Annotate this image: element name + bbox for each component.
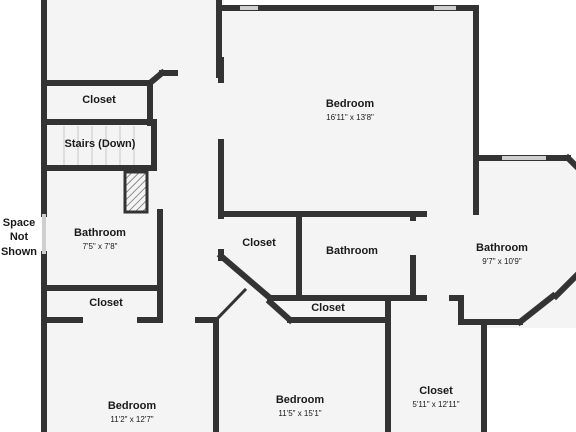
room-name: Closet — [89, 297, 123, 309]
room-label-closet-lower-right: Closet 5'11" x 12'11" — [394, 385, 478, 409]
room-label-closet-upper-left: Closet — [56, 94, 142, 107]
stairs-treads — [63, 126, 135, 167]
room-label-bedroom-top: Bedroom 16'11" x 13'8" — [290, 98, 410, 122]
room-name: Bathroom — [326, 245, 378, 257]
room-label-bedroom-bottom-center: Bedroom 11'5" x 15'1" — [250, 394, 350, 418]
room-name: Bathroom — [74, 227, 126, 239]
room-label-closet-lower-mid: Closet — [298, 302, 358, 315]
room-dimensions: 11'5" x 15'1" — [278, 408, 322, 418]
room-label-closet-mid-left: Closet — [66, 297, 146, 310]
room-name: Bedroom — [107, 400, 157, 412]
walls — [41, 0, 576, 432]
floor-areas — [44, 0, 576, 432]
room-label-bedroom-bottom-left: Bedroom 11'2" x 12'7" — [82, 400, 182, 424]
room-label-bathroom-right: Bathroom 9'7" x 10'9" — [458, 242, 546, 266]
note-line-2: Not — [9, 231, 29, 244]
room-label-bathroom-center: Bathroom — [308, 245, 396, 258]
windows — [42, 6, 546, 254]
room-name: Closet — [242, 237, 276, 249]
room-dimensions: 7'5" x 7'8" — [82, 241, 118, 251]
room-label-bathroom-left: Bathroom 7'5" x 7'8" — [60, 227, 140, 251]
room-dimensions: 5'11" x 12'11" — [412, 399, 460, 409]
hatched-chase — [123, 170, 149, 214]
room-name: Bedroom — [275, 394, 325, 406]
room-name: Closet — [419, 385, 453, 397]
room-label-closet-center: Closet — [228, 237, 290, 250]
room-name: Closet — [82, 94, 116, 106]
note-line-3: Shown — [0, 245, 38, 258]
room-name: Closet — [311, 302, 345, 314]
room-label-stairs: Stairs (Down) — [50, 138, 150, 151]
note-line-1: Space — [2, 217, 36, 229]
room-name: Bedroom — [325, 98, 375, 110]
room-dimensions: 9'7" x 10'9" — [482, 256, 522, 266]
room-name: Stairs (Down) — [64, 138, 136, 150]
room-dimensions: 16'11" x 13'8" — [326, 112, 374, 122]
room-name: Bathroom — [476, 242, 528, 254]
room-dimensions: 11'2" x 12'7" — [110, 414, 154, 424]
space-not-shown-note: Space Not Shown — [0, 216, 38, 259]
